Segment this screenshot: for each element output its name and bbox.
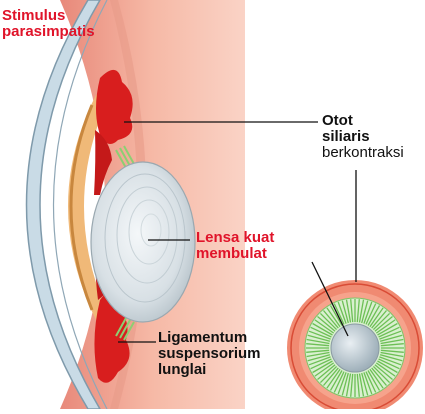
lens: [91, 162, 195, 322]
label-lensa-line2: membulat: [196, 246, 274, 262]
front-view-inset: [287, 280, 423, 409]
label-stimulus-line2: parasimpatis: [2, 24, 95, 40]
label-lensa: Lensa kuat membulat: [196, 230, 274, 262]
label-otot-line3: berkontraksi: [322, 145, 404, 161]
label-ligamentum-line3: lunglai: [158, 362, 261, 378]
label-otot-line2: siliaris: [322, 129, 404, 145]
label-stimulus: Stimulus parasimpatis: [2, 8, 95, 40]
label-otot-siliaris: Otot siliaris berkontraksi: [322, 113, 404, 160]
label-ligamentum-line1: Ligamentum: [158, 330, 261, 346]
label-ligamentum-line2: suspensorium: [158, 346, 261, 362]
label-ligamentum: Ligamentum suspensorium lunglai: [158, 330, 261, 377]
label-stimulus-line1: Stimulus: [2, 8, 95, 24]
label-otot-line1: Otot: [322, 113, 404, 129]
label-lensa-line1: Lensa kuat: [196, 230, 274, 246]
